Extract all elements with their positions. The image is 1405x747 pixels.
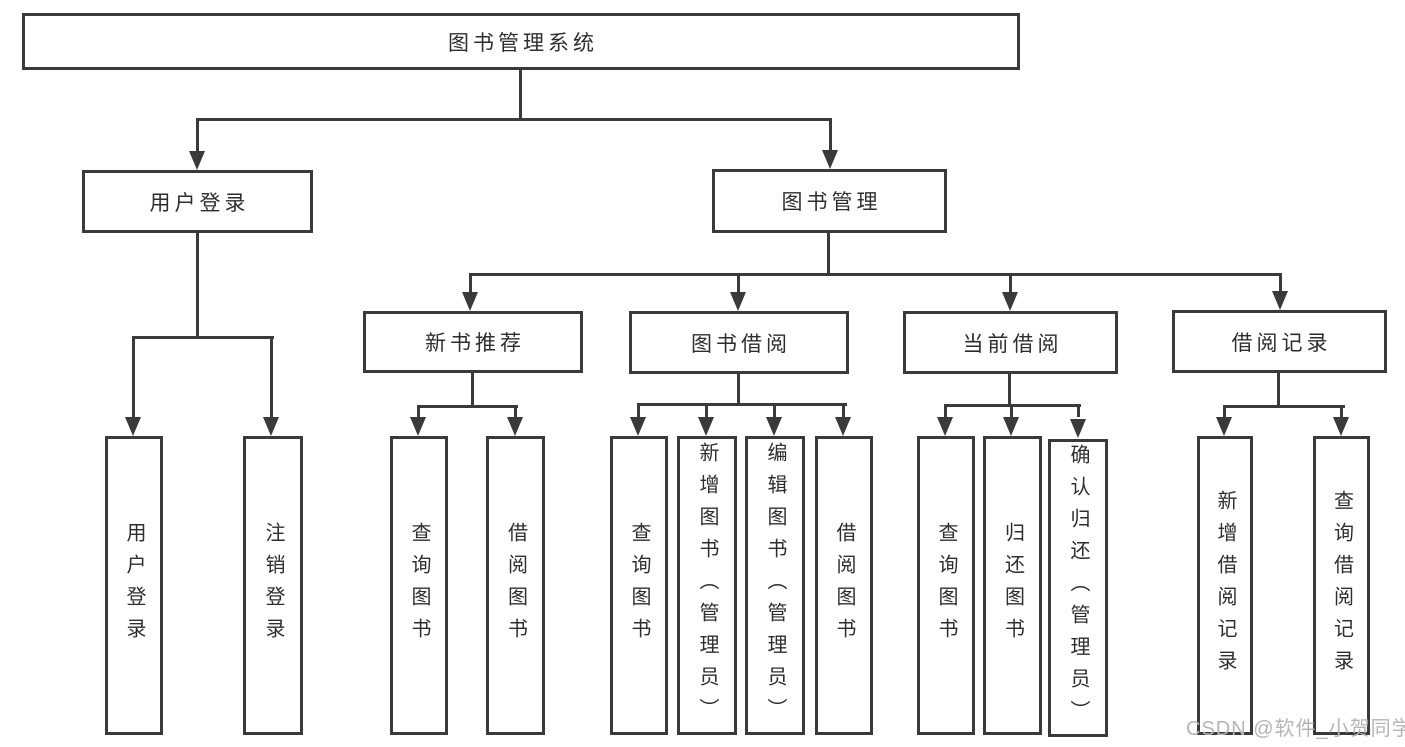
- connector-line: [1223, 405, 1345, 408]
- leaf-bb-query-books-label: 查询图书: [628, 521, 650, 650]
- node-current-borrow: 当前借阅: [903, 311, 1118, 374]
- leaf-bb-query-books: 查询图书: [610, 436, 668, 735]
- connector-line: [1340, 405, 1343, 417]
- connector-line: [417, 405, 518, 408]
- leaf-bb-borrow-books: 借阅图书: [815, 436, 873, 735]
- node-book-management: 图书管理: [712, 169, 947, 233]
- connector-line: [469, 273, 1282, 276]
- leaf-cb-query-books-label: 查询图书: [935, 521, 957, 650]
- leaf-br-add-record: 新增借阅记录: [1197, 436, 1253, 735]
- leaf-nb-query-books: 查询图书: [390, 436, 448, 735]
- leaf-br-query-record: 查询借阅记录: [1313, 436, 1370, 735]
- node-user-login-label: 用户登录: [149, 191, 250, 215]
- arrow-down-icon: [462, 292, 478, 311]
- leaf-bb-edit-books-admin: 编辑图书（管理员）: [745, 436, 805, 735]
- node-book-management-label: 图书管理: [781, 191, 882, 214]
- leaf-cb-return-books: 归还图书: [983, 436, 1042, 735]
- connector-line: [1223, 405, 1226, 417]
- arrow-down-icon: [1070, 419, 1086, 438]
- leaf-user-login-label: 用户登录: [123, 521, 145, 650]
- leaf-bb-add-books-admin-label: 新增图书（管理员）: [696, 441, 718, 730]
- arrow-down-icon: [730, 292, 746, 311]
- node-root-system: 图书管理系统: [22, 13, 1020, 70]
- connector-line: [132, 336, 135, 417]
- leaf-br-query-record-label: 查询借阅记录: [1330, 489, 1353, 682]
- node-user-login: 用户登录: [82, 170, 313, 233]
- connector-line: [1277, 373, 1280, 407]
- arrow-down-icon: [263, 417, 279, 436]
- arrow-down-icon: [766, 417, 782, 436]
- connector-line: [829, 118, 832, 150]
- connector-line: [637, 403, 640, 417]
- arrow-down-icon: [1333, 417, 1349, 436]
- connector-line: [1279, 273, 1282, 292]
- connector-line: [469, 273, 472, 293]
- node-new-book-recommend-label: 新书推荐: [425, 332, 525, 355]
- connector-line: [705, 403, 708, 417]
- node-borrow-records: 借阅记录: [1172, 310, 1387, 373]
- connector-line: [1009, 276, 1012, 292]
- leaf-logout-label: 注销登录: [262, 521, 284, 650]
- connector-line: [519, 70, 522, 120]
- leaf-cb-return-books-label: 归还图书: [1001, 521, 1024, 650]
- connector-line: [196, 233, 199, 338]
- arrow-down-icon: [698, 417, 714, 436]
- connector-line: [1010, 404, 1013, 417]
- connector-line: [637, 403, 847, 406]
- leaf-cb-confirm-return-admin-label: 确认归还（管理员）: [1067, 444, 1089, 732]
- connector-line: [1077, 404, 1080, 417]
- leaf-cb-confirm-return-admin: 确认归还（管理员）: [1048, 439, 1108, 737]
- node-current-borrow-label: 当前借阅: [962, 332, 1063, 356]
- leaf-bb-add-books-admin: 新增图书（管理员）: [677, 436, 737, 735]
- arrow-down-icon: [835, 417, 851, 436]
- arrow-down-icon: [1002, 292, 1018, 311]
- leaf-user-login: 用户登录: [105, 436, 163, 735]
- connector-line: [471, 373, 474, 407]
- connector-line: [514, 405, 517, 417]
- arrow-down-icon: [1003, 417, 1019, 436]
- node-root-label: 图书管理系统: [448, 31, 598, 55]
- leaf-nb-borrow-books: 借阅图书: [486, 436, 545, 735]
- connector-line: [196, 118, 832, 121]
- leaf-logout: 注销登录: [243, 436, 303, 735]
- leaf-br-add-record-label: 新增借阅记录: [1214, 489, 1236, 682]
- arrow-down-icon: [410, 417, 426, 436]
- leaf-bb-borrow-books-label: 借阅图书: [833, 521, 855, 650]
- connector-line: [1008, 374, 1011, 405]
- connector-line: [196, 118, 199, 151]
- node-new-book-recommend: 新书推荐: [363, 311, 583, 373]
- leaf-bb-edit-books-admin-label: 编辑图书（管理员）: [764, 441, 786, 730]
- arrow-down-icon: [937, 417, 953, 436]
- arrow-down-icon: [507, 417, 523, 436]
- connector-line: [737, 373, 740, 405]
- arrow-down-icon: [630, 417, 646, 436]
- arrow-down-icon: [125, 417, 141, 436]
- arrow-down-icon: [1216, 417, 1232, 436]
- connector-line: [842, 403, 845, 417]
- node-book-borrow-label: 图书借阅: [691, 332, 791, 356]
- connector-line: [270, 336, 273, 417]
- connector-line: [132, 336, 274, 339]
- connector-line: [417, 405, 420, 417]
- node-book-borrow: 图书借阅: [629, 311, 849, 374]
- connector-line: [944, 404, 947, 417]
- node-borrow-records-label: 借阅记录: [1231, 331, 1332, 355]
- connector-line: [827, 233, 830, 276]
- arrow-down-icon: [1272, 291, 1288, 310]
- arrow-down-icon: [822, 150, 838, 169]
- arrow-down-icon: [189, 151, 205, 170]
- leaf-nb-borrow-books-label: 借阅图书: [504, 521, 527, 650]
- leaf-cb-query-books: 查询图书: [917, 436, 975, 735]
- connector-line: [737, 276, 740, 292]
- connector-line: [773, 403, 776, 417]
- leaf-nb-query-books-label: 查询图书: [408, 521, 430, 650]
- csdn-watermark: CSDN @软件_小贺同学: [1186, 718, 1405, 740]
